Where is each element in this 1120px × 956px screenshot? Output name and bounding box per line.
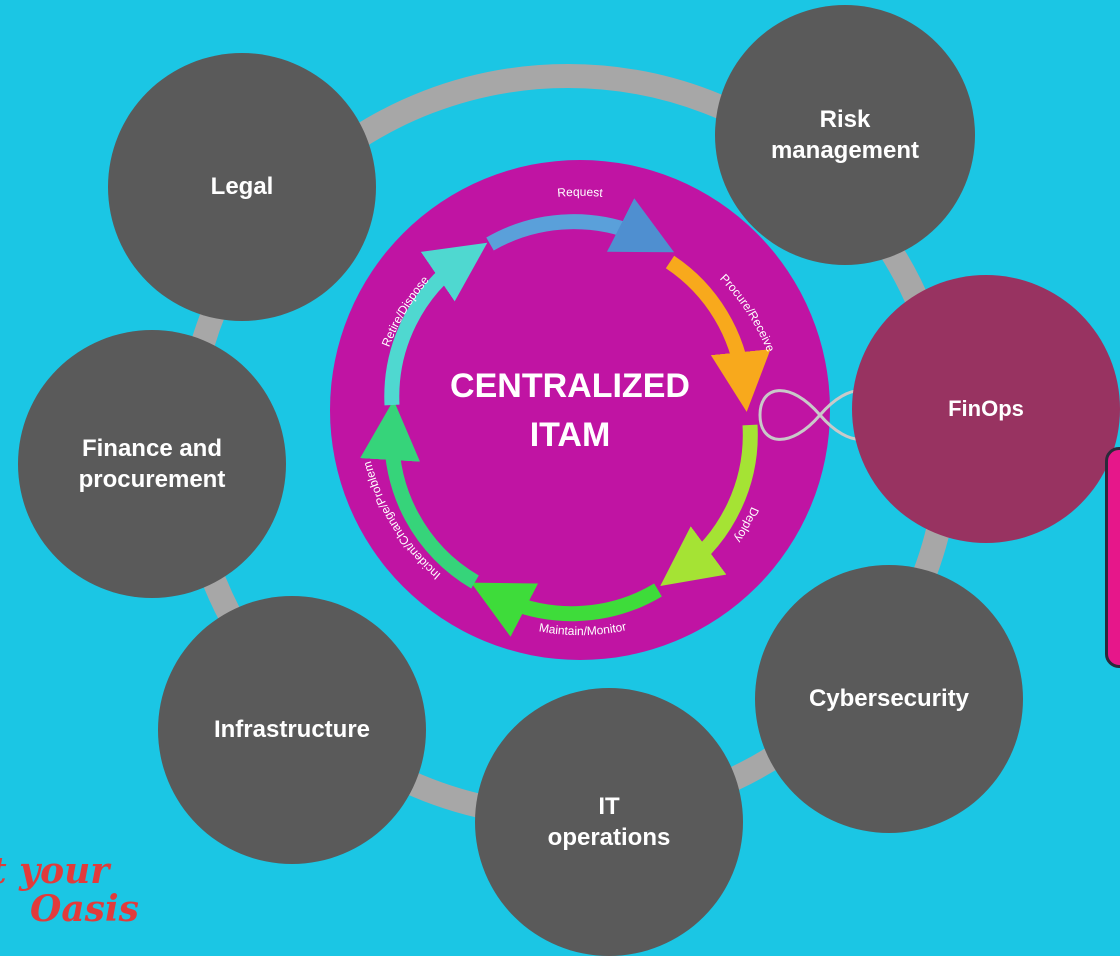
- lifecycle-arrow-retire: [384, 242, 488, 406]
- pink-callout-box: [1105, 447, 1120, 668]
- node-legal-label: Legal: [210, 173, 274, 201]
- node-it-line2: operations: [547, 824, 671, 851]
- lifecycle-arrow-incident: [360, 400, 479, 589]
- center-title-line1: CENTRALIZED: [450, 367, 690, 405]
- node-infrastructure-label: Infrastructure: [213, 716, 371, 744]
- node-cybersecurity-label: Cybersecurity: [808, 685, 970, 713]
- lifecycle-label-maintain: Maintain/Monitor: [538, 619, 627, 638]
- node-finance-label: Finance and procurement: [59, 433, 246, 495]
- lifecycle-label-request: Request: [557, 185, 604, 200]
- diagram-canvas: Request Procure/Receive Deploy Maintain/…: [0, 5, 1120, 956]
- node-it-line1: IT: [598, 792, 620, 820]
- watermark-text: t your Oasis: [0, 852, 170, 932]
- center-title: CENTRALIZED ITAM: [415, 362, 725, 461]
- node-risk-management-label: Risk management: [751, 104, 939, 166]
- node-it-operations-label: IT operations: [528, 791, 691, 853]
- node-risk-management: Risk management: [715, 5, 975, 265]
- watermark-line1: t your: [0, 852, 110, 892]
- node-finops: FinOps: [852, 275, 1120, 543]
- node-legal: Legal: [108, 53, 376, 321]
- node-risk-line2: management: [770, 137, 920, 164]
- watermark-line2: Oasis: [30, 888, 139, 930]
- node-finance-procurement: Finance and procurement: [18, 330, 286, 598]
- node-it-operations: IT operations: [475, 688, 743, 956]
- lifecycle-arrow-deploy: [660, 424, 758, 587]
- lifecycle-arrow-procure: [665, 255, 771, 412]
- lifecycle-arrow-maintain: [470, 582, 662, 637]
- center-title-line2: ITAM: [529, 416, 611, 455]
- node-finops-label: FinOps: [948, 395, 1024, 421]
- node-cybersecurity: Cybersecurity: [755, 565, 1023, 833]
- node-risk-line1: Risk: [819, 105, 871, 133]
- node-infrastructure: Infrastructure: [158, 596, 426, 864]
- node-finance-line2: procurement: [78, 466, 226, 493]
- lifecycle-arrow-request: [486, 198, 675, 253]
- node-finance-line1: Finance and: [81, 434, 222, 462]
